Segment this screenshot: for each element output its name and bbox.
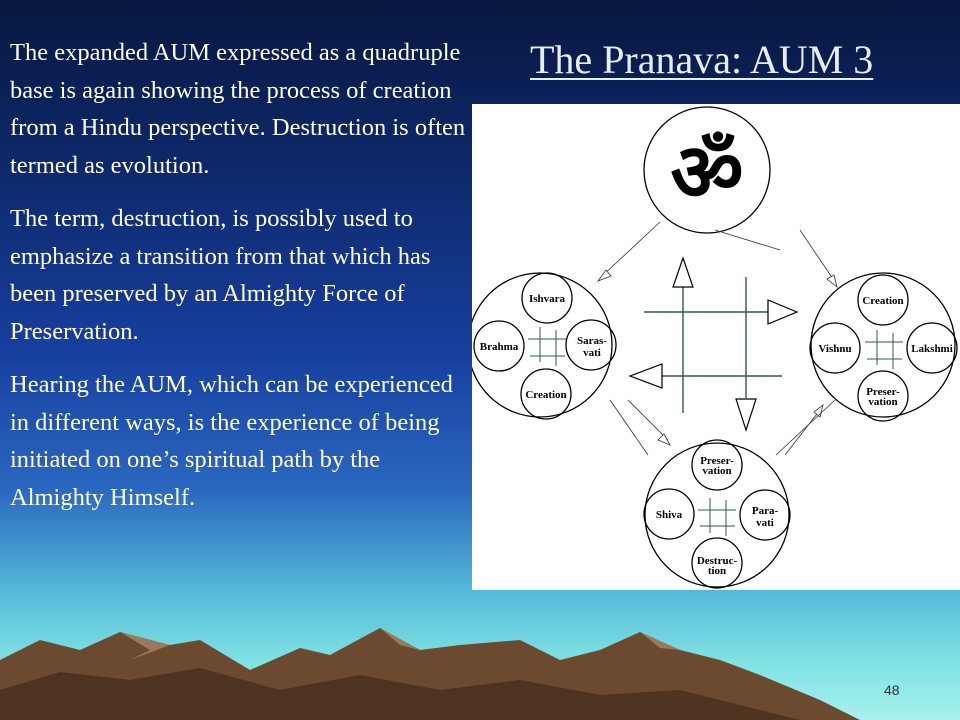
aum-circle	[643, 106, 771, 234]
label-vishnu: Vishnu	[818, 343, 851, 355]
label-creation-right: Creation	[862, 295, 903, 307]
paragraph: The term, destruction, is possibly used …	[10, 205, 431, 345]
label-preservation: Preser-vation	[866, 386, 900, 408]
paragraph: The expanded AUM expressed as a quadrupl…	[10, 39, 466, 179]
slide-title: The Pranava: AUM 3	[530, 37, 874, 82]
label-destruction: Destruc-tion	[697, 555, 738, 577]
paragraph: Hearing the AUM, which can be experience…	[10, 371, 453, 511]
label-brahma: Brahma	[480, 341, 519, 353]
label-sarasvati: Saras-vati	[577, 335, 607, 359]
slide-body: The expanded AUM expressed as a quadrupl…	[10, 34, 470, 532]
label-creation: Creation	[525, 389, 566, 401]
destruction-circle-group	[644, 442, 790, 588]
preservation-circle-group	[810, 272, 956, 418]
label-preservation-bottom: Preser-vation	[700, 455, 734, 477]
label-ishvara: Ishvara	[529, 293, 566, 305]
aum-symbol: ॐ	[671, 130, 744, 218]
label-shiva: Shiva	[656, 509, 683, 521]
label-lakshmi: Lakshmi	[911, 343, 953, 355]
page-number: 48	[884, 682, 900, 698]
label-paravati: Para-vati	[752, 505, 779, 529]
aum-quadruple-diagram: ॐ Ishvara Brahma Saras-vati Creation Cre…	[467, 104, 960, 590]
